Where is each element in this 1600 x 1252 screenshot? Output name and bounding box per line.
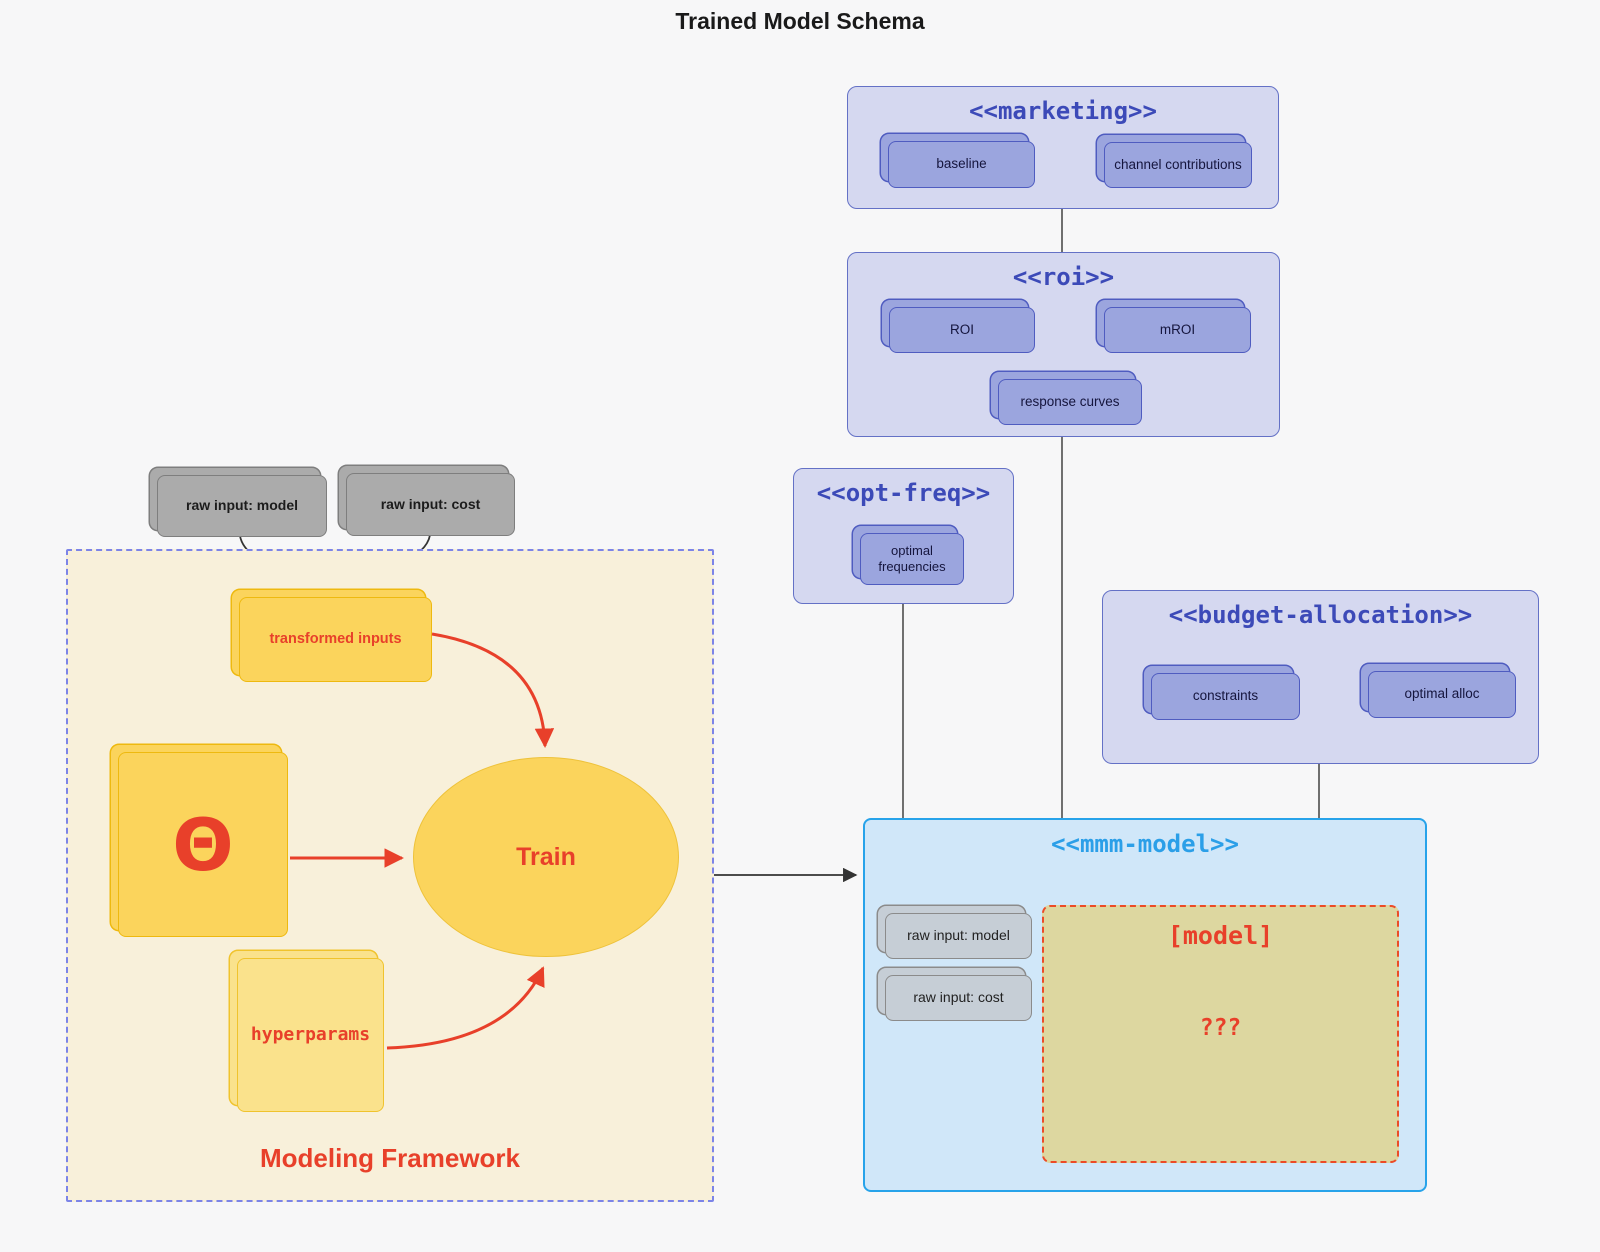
opt-freq-group: <<opt-freq>> optimal frequencies: [793, 468, 1014, 604]
mmm-model-stereotype: <<mmm-model>>: [1051, 830, 1239, 858]
node-raw-input-model: raw input: model: [157, 475, 327, 537]
budget-allocation-group: <<budget-allocation>> constraints optima…: [1102, 590, 1539, 764]
node-mmm-raw-input-cost: raw input: cost: [885, 975, 1032, 1021]
marketing-group: <<marketing>> baseline channel contribut…: [847, 86, 1279, 209]
node-mroi: mROI: [1104, 307, 1251, 353]
node-raw-input-cost: raw input: cost: [346, 473, 515, 536]
model-label: [model]: [1167, 921, 1274, 950]
model-placeholder-box: [model] ???: [1042, 905, 1399, 1163]
mmm-model-group: <<mmm-model>> raw input: model raw input…: [863, 818, 1427, 1192]
modeling-framework-label: Modeling Framework: [259, 1143, 521, 1173]
node-optimal-alloc: optimal alloc: [1368, 671, 1516, 718]
node-channel-contributions: channel contributions: [1104, 142, 1252, 188]
node-mmm-raw-input-model: raw input: model: [885, 913, 1032, 959]
node-response-curves: response curves: [998, 379, 1142, 425]
node-hyperparams: hyperparams: [237, 958, 384, 1112]
model-unknown-label: ???: [1199, 1015, 1242, 1041]
node-optimal-frequencies: optimal frequencies: [860, 533, 964, 585]
node-theta: Θ: [118, 752, 288, 937]
node-train: Train: [413, 757, 679, 957]
node-transformed-inputs: transformed inputs: [239, 597, 432, 682]
budget-allocation-stereotype: <<budget-allocation>>: [1168, 601, 1473, 629]
marketing-stereotype: <<marketing>>: [969, 97, 1157, 125]
node-constraints: constraints: [1151, 673, 1300, 720]
roi-stereotype: <<roi>>: [1012, 263, 1115, 291]
diagram-title: Trained Model Schema: [675, 8, 925, 34]
node-baseline: baseline: [888, 141, 1035, 188]
opt-freq-stereotype: <<opt-freq>>: [816, 479, 991, 507]
roi-group: <<roi>> ROI mROI response curves: [847, 252, 1280, 437]
node-roi: ROI: [889, 307, 1035, 353]
